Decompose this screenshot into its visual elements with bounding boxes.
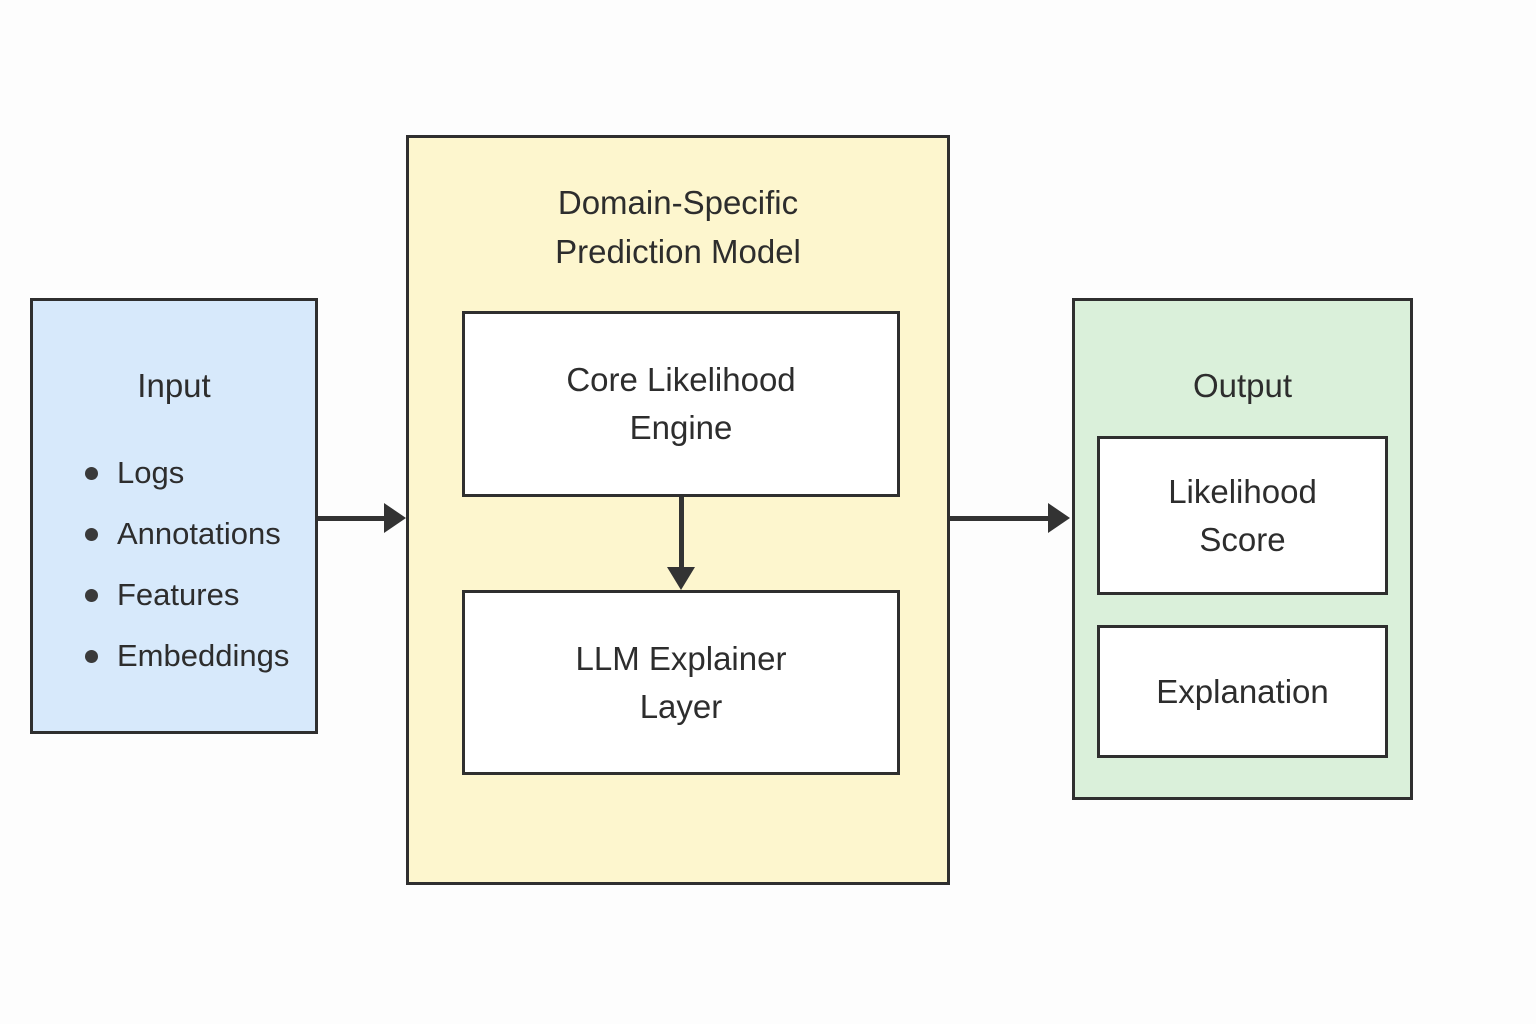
explanation-node: Explanation: [1097, 625, 1388, 758]
bullet-icon: [85, 466, 98, 480]
arrow-shaft: [318, 516, 386, 521]
arrow-shaft: [679, 497, 684, 570]
arrowhead-down-icon: [667, 567, 695, 590]
bullet-icon: [85, 649, 98, 663]
list-item: Logs: [85, 453, 289, 493]
llm-explainer-layer-node: LLM Explainer Layer: [462, 590, 900, 775]
list-item: Annotations: [85, 514, 289, 554]
core-likelihood-engine-node: Core Likelihood Engine: [462, 311, 900, 497]
input-item-label: Annotations: [117, 516, 281, 551]
list-item: Embeddings: [85, 636, 289, 676]
list-item: Features: [85, 575, 289, 615]
model-group-box: Domain-Specific Prediction Model Core Li…: [406, 135, 950, 885]
output-group-box: Output Likelihood Score Explanation: [1072, 298, 1413, 800]
input-items-list: Logs Annotations Features Embeddings: [85, 453, 289, 676]
arrowhead-right-icon: [384, 503, 406, 533]
input-item-label: Embeddings: [117, 638, 290, 673]
input-title: Input: [137, 367, 211, 404]
bullet-icon: [85, 527, 98, 541]
likelihood-score-node: Likelihood Score: [1097, 436, 1388, 595]
input-item-label: Logs: [117, 455, 185, 490]
bullet-icon: [85, 588, 98, 602]
arrowhead-right-icon: [1048, 503, 1070, 533]
output-title: Output: [1192, 367, 1293, 404]
model-title: Domain-Specific Prediction Model: [555, 184, 801, 270]
input-item-label: Features: [117, 577, 240, 612]
arrow-shaft: [950, 516, 1050, 521]
input-group-box: Input Logs Annotations Features Embeddin…: [30, 298, 318, 734]
